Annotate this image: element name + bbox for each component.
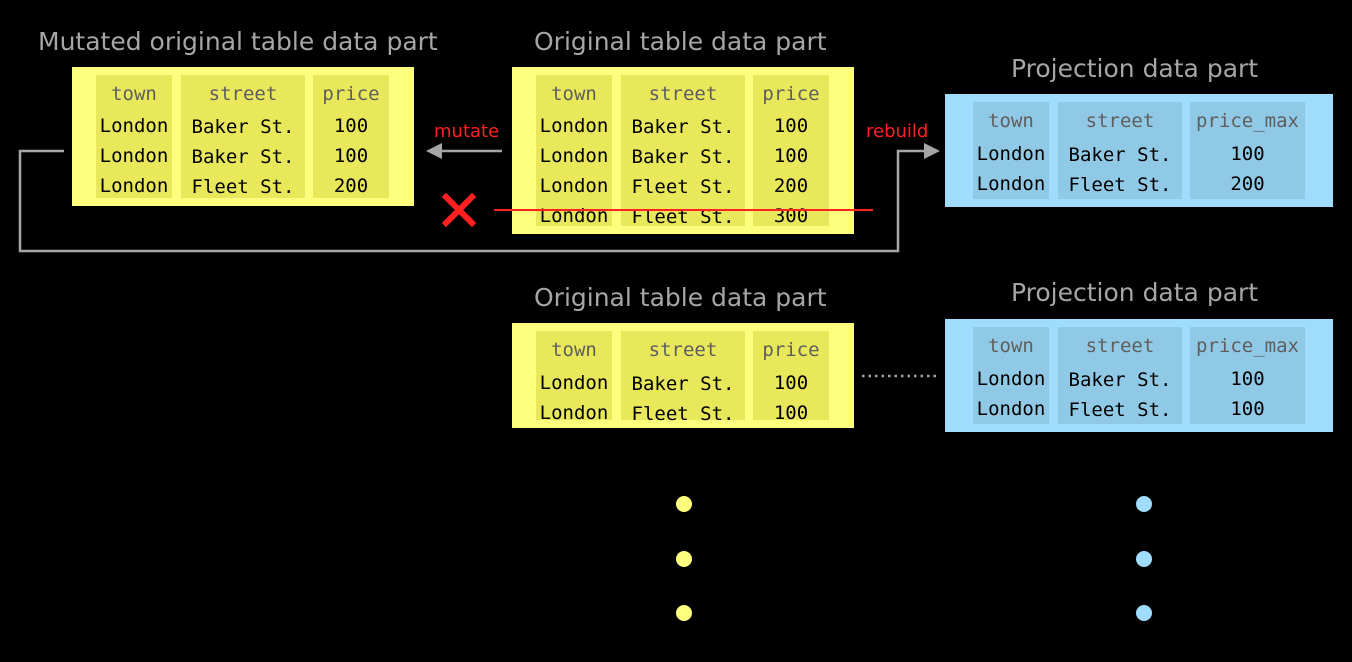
column-street: street Baker St. Fleet St. [1058,102,1182,199]
column-street: street Baker St. Fleet St. [621,331,745,425]
column-header: price [762,83,820,105]
table-cell: Baker St. [1068,144,1172,166]
table-cell: 200 [333,175,369,197]
column-price: price 100 100 200 [313,75,389,198]
column-street: street Baker St. Fleet St. [1058,327,1182,424]
table-cell: 100 [773,372,809,394]
column-town: town London London [973,327,1049,424]
column-header: price_max [1196,110,1299,132]
column-header: town [988,335,1034,357]
table-cell: 100 [773,145,809,167]
table-cell: Fleet St. [631,206,735,228]
rebuild-connector [18,149,926,253]
mutated-table-part: town London London London street Baker S… [72,67,414,206]
rebuild-label: rebuild [866,121,929,142]
table-cell: 100 [333,145,369,167]
column-header: street [648,83,718,105]
column-header: price [322,83,380,105]
column-town: town London London [536,331,612,424]
projection-part-top: town London London street Baker St. Flee… [945,94,1333,207]
column-header: price_max [1196,335,1299,357]
column-header: price [762,339,820,361]
table-cell: Baker St. [631,146,735,168]
rebuild-arrowhead [924,143,940,159]
table-cell: 200 [773,175,809,197]
table-cell: Fleet St. [631,176,735,198]
table-cell: 200 [1230,173,1265,195]
original-table-part-bottom: town London London street Baker St. Flee… [512,323,854,428]
table-cell: Fleet St. [191,176,295,198]
table-cell: Baker St. [631,116,735,138]
projection-part-bottom: town London London street Baker St. Flee… [945,319,1333,432]
table-cell: 100 [333,115,369,137]
table-cell: 100 [1230,143,1265,165]
mutate-arrowhead [426,143,442,159]
continuation-dot [1136,605,1152,621]
table-cell: 100 [1230,368,1265,390]
table-cell: London [539,402,609,424]
table-cell: Baker St. [191,146,295,168]
projection-part-title-bottom: Projection data part [1011,278,1259,307]
original-part-title-bottom: Original table data part [534,283,827,312]
table-cell: 100 [773,402,809,424]
table-cell: London [99,175,169,197]
table-cell: London [976,368,1046,390]
continuation-dot [676,551,692,567]
table-cell: Baker St. [191,116,295,138]
continuation-dot [676,605,692,621]
column-header: town [111,83,157,105]
column-header: town [551,339,597,361]
continuation-dot [1136,551,1152,567]
column-header: street [1085,110,1155,132]
table-cell: London [99,115,169,137]
column-header: street [208,83,278,105]
table-cell: 100 [1230,398,1265,420]
table-cell: Fleet St. [1068,174,1172,196]
table-cell: 100 [773,115,809,137]
table-cell: Fleet St. [1068,399,1172,421]
table-cell: London [976,143,1046,165]
table-cell: Baker St. [631,373,735,395]
table-cell: London [976,173,1046,195]
table-cell: London [539,372,609,394]
original-part-title-top: Original table data part [534,27,827,56]
table-cell: London [539,115,609,137]
column-header: street [648,339,718,361]
table-cell: Baker St. [1068,369,1172,391]
continuation-dot [1136,496,1152,512]
continuation-dot [676,496,692,512]
column-header: town [551,83,597,105]
table-cell: London [539,175,609,197]
table-cell: London [976,398,1046,420]
column-price-max: price_max 100 100 [1190,327,1305,424]
column-town: town London London London [96,75,172,198]
table-cell: London [539,145,609,167]
mutate-label: mutate [434,121,500,142]
mutated-part-title: Mutated original table data part [38,27,438,56]
column-price: price 100 100 200 300 [753,75,829,227]
column-town: town London London [973,102,1049,199]
column-price: price 100 100 [753,331,829,424]
projection-part-title-top: Projection data part [1011,54,1259,83]
column-price-max: price_max 100 200 [1190,102,1305,199]
column-header: street [1085,335,1155,357]
table-cell: Fleet St. [631,403,735,425]
cross-icon [441,192,477,228]
column-street: street Baker St. Baker St. Fleet St. Fle… [621,75,745,228]
table-cell: London [99,145,169,167]
column-street: street Baker St. Baker St. Fleet St. [181,75,305,198]
column-header: town [988,110,1034,132]
